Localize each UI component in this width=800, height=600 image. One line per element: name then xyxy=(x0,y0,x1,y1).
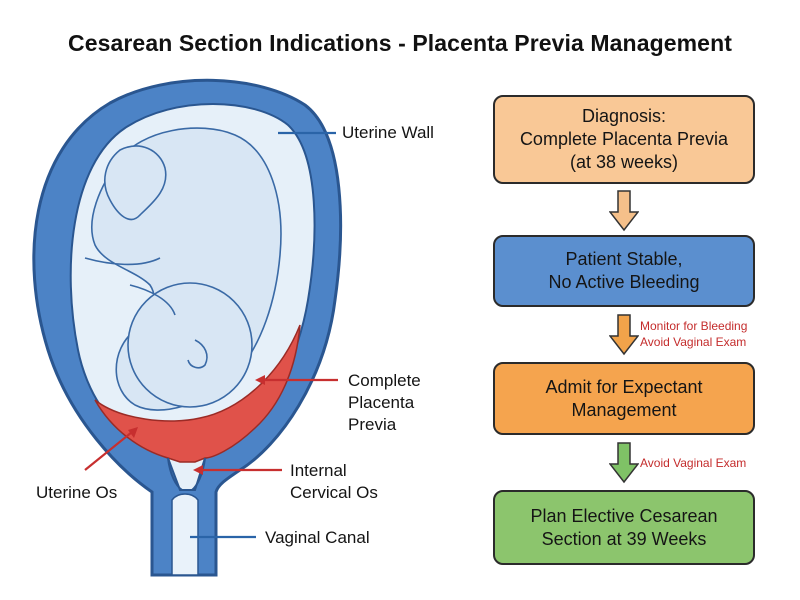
flow-note-avoid-exam: Avoid Vaginal Exam xyxy=(640,455,746,471)
fetus-illustration xyxy=(84,127,282,411)
uterine-os-pointer xyxy=(84,427,138,471)
placenta-label: Complete Placenta Previa xyxy=(348,370,421,436)
vaginal-canal-label: Vaginal Canal xyxy=(265,528,370,547)
page-title: Cesarean Section Indications - Placenta … xyxy=(68,30,732,56)
internal-os-label-line: Cervical Os xyxy=(290,483,378,502)
flow-arrow-1 xyxy=(609,190,639,232)
placenta-shape xyxy=(94,324,301,463)
placenta-label-line: Placenta xyxy=(348,393,415,412)
flow-step-line: Plan Elective Cesarean xyxy=(530,505,718,526)
flow-step-line: (at 38 weeks) xyxy=(569,152,679,172)
uterine-wall-label: Uterine Wall xyxy=(342,123,434,142)
flow-step-line: Complete Placenta Previa xyxy=(519,129,729,149)
flow-step-patient-stable: Patient Stable, No Active Bleeding xyxy=(493,235,755,307)
internal-os-pointer xyxy=(193,465,282,475)
flow-note-monitor: Monitor for Bleeding Avoid Vaginal Exam xyxy=(640,318,747,350)
flow-step-plan-cesarean: Plan Elective Cesarean Section at 39 Wee… xyxy=(493,490,755,565)
placenta-label-line: Previa xyxy=(348,415,397,434)
flow-note-line: Avoid Vaginal Exam xyxy=(640,335,747,349)
flow-step-line: Management xyxy=(571,399,677,420)
flow-arrow-3 xyxy=(609,442,639,484)
internal-os-label: Internal Cervical Os xyxy=(290,460,378,504)
vaginal-canal-shape xyxy=(171,493,199,576)
uterine-os-label: Uterine Os xyxy=(36,483,118,502)
internal-os-label-line: Internal xyxy=(290,461,347,480)
flow-step-line: Section at 39 Weeks xyxy=(541,528,707,549)
cervix-shape xyxy=(167,457,206,491)
flow-step-line: Diagnosis: xyxy=(581,106,667,126)
placenta-label-line: Complete xyxy=(348,371,421,390)
placenta-pointer xyxy=(255,375,338,385)
flow-note-line: Avoid Vaginal Exam xyxy=(640,456,747,470)
flow-step-line: No Active Bleeding xyxy=(548,272,700,292)
flow-step-line: Admit for Expectant xyxy=(545,376,703,397)
flow-step-admit: Admit for Expectant Management xyxy=(493,362,755,435)
flow-note-line: Monitor for Bleeding xyxy=(640,319,748,333)
flow-step-line: Patient Stable, xyxy=(565,249,683,269)
flow-step-diagnosis: Diagnosis: Complete Placenta Previa (at … xyxy=(493,95,755,184)
flow-arrow-2 xyxy=(609,314,639,356)
